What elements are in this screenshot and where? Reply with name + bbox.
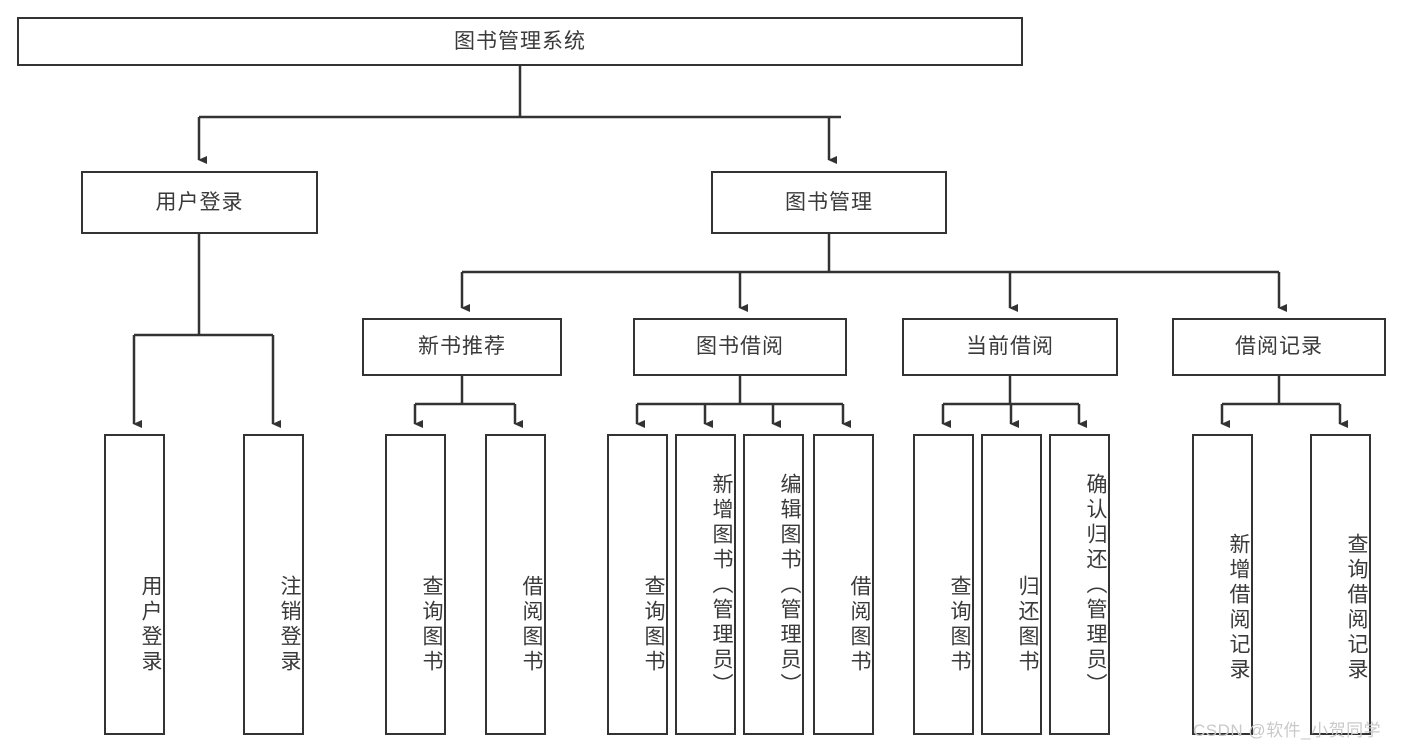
node-label: 图书管理系统 xyxy=(454,29,586,53)
leaf-query-borrow-record[interactable]: 查询借阅记录 xyxy=(1310,434,1371,735)
node-label: 注销登录 xyxy=(278,574,301,675)
node-label: 编辑图书（管理员） xyxy=(778,473,801,698)
node-label: 当前借阅 xyxy=(966,335,1054,359)
node-current-borrow[interactable]: 当前借阅 xyxy=(902,318,1118,376)
node-label: 新增图书（管理员） xyxy=(710,473,733,698)
node-label: 查询借阅记录 xyxy=(1345,532,1368,683)
node-label: 新增借阅记录 xyxy=(1227,532,1250,683)
leaf-add-borrow-record[interactable]: 新增借阅记录 xyxy=(1192,434,1253,735)
node-label: 查询图书 xyxy=(642,574,665,675)
node-label: 查询图书 xyxy=(948,574,971,675)
node-label: 新书推荐 xyxy=(418,335,506,359)
leaf-edit-book-admin[interactable]: 编辑图书（管理员） xyxy=(743,434,804,735)
node-label: 借阅记录 xyxy=(1235,335,1323,359)
leaf-add-book-admin[interactable]: 新增图书（管理员） xyxy=(675,434,736,735)
leaf-borrow-book-borrow[interactable]: 借阅图书 xyxy=(813,434,874,735)
node-label: 借阅图书 xyxy=(520,574,543,675)
node-user-login[interactable]: 用户登录 xyxy=(81,171,318,234)
node-label: 确认归还（管理员） xyxy=(1084,473,1107,698)
node-label: 查询图书 xyxy=(420,574,443,675)
node-new-book-recommend[interactable]: 新书推荐 xyxy=(362,318,562,376)
leaf-query-book-current[interactable]: 查询图书 xyxy=(913,434,974,735)
node-book-manage[interactable]: 图书管理 xyxy=(711,171,947,234)
leaf-user-login[interactable]: 用户登录 xyxy=(104,434,165,735)
watermark-text: CSDN @软件_小贺同学 xyxy=(1193,721,1382,740)
node-root-book-management-system[interactable]: 图书管理系统 xyxy=(17,17,1023,66)
node-book-borrow[interactable]: 图书借阅 xyxy=(633,318,847,376)
node-label: 图书管理 xyxy=(785,190,873,214)
leaf-logout-login[interactable]: 注销登录 xyxy=(243,434,304,735)
node-label: 用户登录 xyxy=(139,574,162,675)
leaf-borrow-book-recommend[interactable]: 借阅图书 xyxy=(485,434,546,735)
node-label: 图书借阅 xyxy=(696,335,784,359)
node-label: 借阅图书 xyxy=(848,574,871,675)
node-label: 归还图书 xyxy=(1016,574,1039,675)
node-label: 用户登录 xyxy=(155,190,244,214)
node-borrow-record[interactable]: 借阅记录 xyxy=(1172,318,1386,376)
leaf-query-book-recommend[interactable]: 查询图书 xyxy=(385,434,446,735)
leaf-query-book-borrow[interactable]: 查询图书 xyxy=(607,434,668,735)
leaf-confirm-return-admin[interactable]: 确认归还（管理员） xyxy=(1049,434,1110,735)
leaf-return-book[interactable]: 归还图书 xyxy=(981,434,1042,735)
